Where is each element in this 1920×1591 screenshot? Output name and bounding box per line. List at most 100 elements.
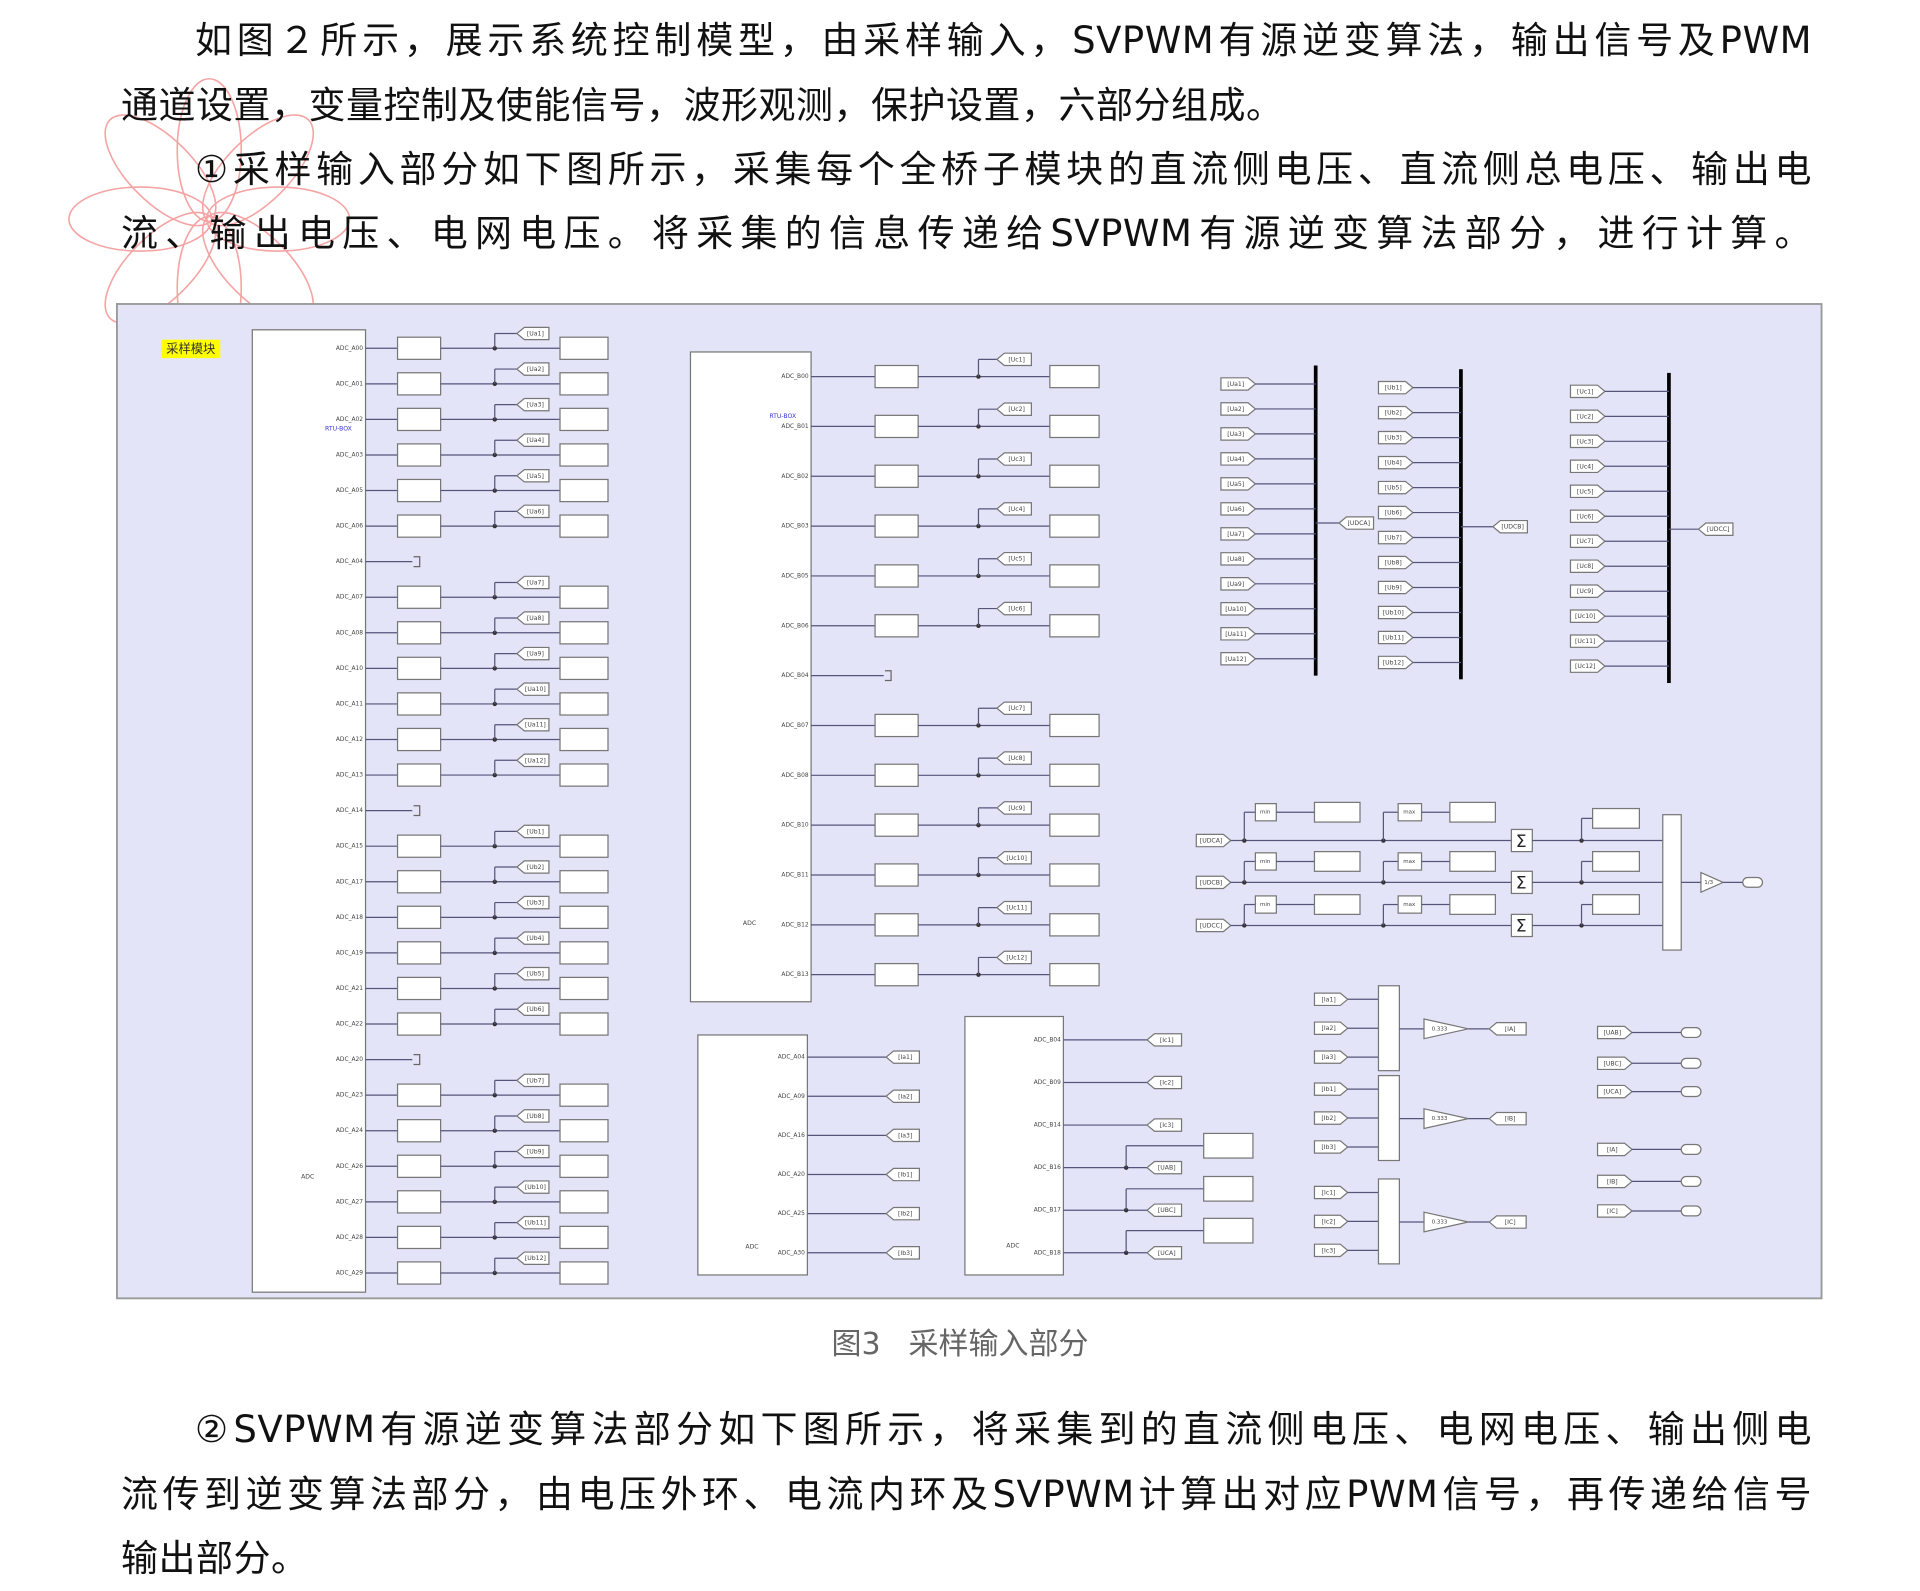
from-tag-label: [Uc12]	[1575, 663, 1595, 670]
adc-port-label: ADC_A12	[336, 737, 363, 743]
goto-tag-label: [Uc3]	[1008, 456, 1025, 463]
goto-tag-label: [Ia1]	[898, 1054, 912, 1061]
from-tag-label: [UCA]	[1603, 1089, 1621, 1096]
from-tag	[1377, 530, 1414, 545]
adc-port-label: ADC_A10	[336, 666, 363, 672]
goto-tag-label: [Ia3]	[898, 1132, 912, 1139]
from-tag-label: [Uc6]	[1577, 513, 1594, 520]
goto-tag	[515, 362, 550, 376]
display-block	[559, 763, 609, 787]
goto-tag-label: [Uc4]	[1008, 506, 1025, 513]
terminator-icon	[413, 1054, 421, 1066]
from-tag-label: [Ic3]	[1322, 1247, 1336, 1254]
max-label: max	[1403, 859, 1416, 865]
goto-tag	[515, 1144, 550, 1159]
from-tag-label: [Uc7]	[1577, 538, 1594, 545]
adc-port-label: ADC_A21	[336, 986, 363, 992]
conversion-block	[874, 464, 919, 488]
from-tag-label: [UAB]	[1603, 1030, 1621, 1037]
goto-tag	[995, 452, 1032, 466]
conversion-block	[396, 621, 442, 645]
display-block	[1449, 894, 1497, 915]
goto-tag-label: [UDCC]	[1707, 526, 1730, 533]
goto-tag	[515, 682, 550, 696]
adc-port-label: ADC_B04	[781, 673, 808, 679]
conversion-block	[396, 336, 442, 360]
mux-block	[1377, 985, 1400, 1072]
adc-port-label: ADC_A24	[336, 1128, 363, 1134]
display-block	[559, 941, 609, 965]
paragraph-line: ①采样输入部分如下图所示，采集每个全桥子模块的直流侧电压、直流侧总电压、输出电	[195, 148, 1812, 191]
conversion-block	[396, 478, 442, 503]
goto-tag-label: [Uc2]	[1008, 406, 1025, 413]
from-tag	[1377, 605, 1414, 620]
from-tag-label: [Uc11]	[1575, 638, 1595, 645]
adc-port-label: ADC_A08	[336, 630, 363, 636]
goto-tag-label: [Uc9]	[1008, 805, 1025, 812]
from-tag-label: [Ub1]	[1385, 385, 1402, 392]
display-block	[559, 336, 609, 360]
display-block	[1049, 514, 1100, 538]
adc-port-label: ADC_A03	[336, 452, 363, 458]
goto-tag	[1697, 522, 1734, 536]
from-tag	[1220, 627, 1257, 641]
sampling-input-diagram: 采样模块RTU-BOXADCADC_A00[Ua1]ADC_A01[Ua2]AD…	[116, 303, 1823, 1300]
goto-tag-label: [Uc6]	[1008, 606, 1025, 613]
from-tag	[1313, 1050, 1349, 1064]
goto-tag-label: [Ub6]	[527, 1006, 544, 1013]
goto-tag	[885, 1089, 920, 1104]
goto-tag	[1146, 1033, 1183, 1047]
conversion-block	[396, 1261, 442, 1285]
from-tag	[1195, 833, 1232, 848]
goto-tag	[995, 850, 1032, 865]
display-block	[559, 1119, 609, 1143]
adc-port-label: ADC_B18	[1034, 1250, 1061, 1256]
from-tag	[1569, 509, 1606, 524]
adc-port-label: ADC_A00	[336, 346, 363, 352]
goto-tag-label: [Ua4]	[527, 437, 544, 444]
goto-tag-label: [Ua12]	[525, 757, 546, 764]
from-tag	[1377, 380, 1414, 395]
goto-tag-label: [Ia2]	[898, 1093, 912, 1100]
adc-port-label: ADC_A23	[336, 1093, 363, 1099]
conversion-block	[874, 614, 919, 638]
adc-port-label: ADC_A25	[778, 1211, 805, 1217]
from-tag-label: [Uc9]	[1577, 588, 1594, 595]
goto-tag	[515, 469, 550, 483]
from-tag	[1569, 559, 1606, 573]
junction-dot	[976, 374, 981, 379]
display-block	[559, 976, 609, 1001]
conversion-block	[396, 585, 442, 609]
from-tag-label: [Ua6]	[1227, 506, 1244, 513]
goto-tag	[515, 575, 550, 590]
goto-tag-label: [Uc12]	[1006, 954, 1026, 961]
from-tag	[1220, 502, 1257, 516]
conversion-block	[396, 1225, 442, 1250]
paragraph-line: ②SVPWM有源逆变算法部分如下图所示，将采集到的直流侧电压、电网电压、输出侧电	[195, 1408, 1812, 1451]
goto-tag-label: [Uc1]	[1008, 356, 1025, 363]
goto-tag-label: [Ua1]	[527, 331, 544, 338]
from-tag	[1313, 1140, 1349, 1154]
output-port	[1680, 1086, 1702, 1098]
goto-tag-label: [Ub5]	[527, 971, 544, 978]
from-tag	[1377, 655, 1414, 670]
from-tag-label: [Ia2]	[1321, 1025, 1335, 1032]
from-tag	[1377, 430, 1414, 445]
goto-tag	[1491, 519, 1528, 534]
from-tag	[1313, 1185, 1349, 1200]
display-block	[559, 834, 609, 858]
conversion-block	[396, 514, 442, 538]
from-tag-label: [Ia1]	[1321, 996, 1335, 1003]
from-tag	[1220, 602, 1257, 616]
module-title-highlight	[161, 339, 221, 359]
goto-tag	[515, 1073, 550, 1088]
goto-tag	[515, 611, 550, 625]
gain-block	[1423, 1211, 1469, 1233]
min-label: min	[1260, 810, 1271, 816]
display-block	[1049, 614, 1100, 638]
adc-port-label: ADC_A19	[336, 950, 363, 956]
from-tag	[1220, 577, 1257, 591]
from-tag-label: [Ic2]	[1322, 1218, 1336, 1225]
